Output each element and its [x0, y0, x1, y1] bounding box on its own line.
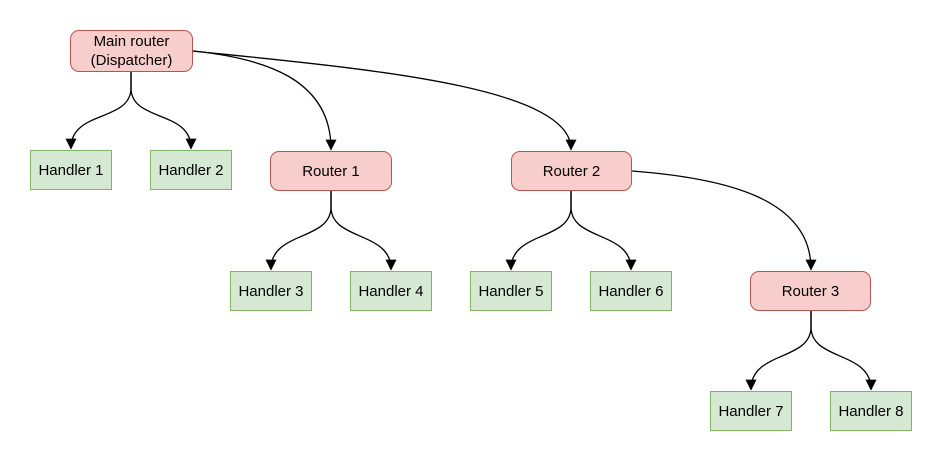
node-handler-5-label: Handler 5 — [478, 282, 544, 300]
node-handler-8-label: Handler 8 — [838, 402, 904, 420]
edge-router-3-to-handler-8 — [810, 311, 877, 391]
edge-router-1-to-handler-3 — [265, 191, 332, 271]
node-main-router-label: Main router (Dispatcher) — [90, 33, 173, 69]
edge-router-1-to-handler-4 — [330, 191, 397, 271]
node-router-1[interactable]: Router 1 — [270, 151, 392, 191]
edge-main-router-to-handler-2 — [130, 72, 197, 150]
node-router-3-label: Router 3 — [781, 282, 840, 300]
node-handler-3[interactable]: Handler 3 — [230, 271, 312, 311]
edge-main-router-to-router-1 — [192, 50, 337, 151]
node-handler-2[interactable]: Handler 2 — [150, 150, 232, 190]
node-handler-5[interactable]: Handler 5 — [470, 271, 552, 311]
edge-main-router-to-router-2 — [192, 50, 577, 151]
node-router-3[interactable]: Router 3 — [750, 271, 871, 311]
edge-router-2-to-router-3 — [631, 170, 817, 271]
node-handler-7[interactable]: Handler 7 — [710, 391, 792, 431]
edge-router-2-to-handler-6 — [570, 191, 637, 271]
node-router-1-label: Router 1 — [302, 162, 360, 180]
node-handler-1-label: Handler 1 — [38, 161, 104, 179]
node-handler-7-label: Handler 7 — [718, 402, 784, 420]
node-router-2-label: Router 2 — [542, 162, 601, 180]
edge-main-router-to-handler-1 — [65, 72, 132, 150]
edge-router-3-to-handler-7 — [745, 311, 812, 391]
node-router-2[interactable]: Router 2 — [511, 151, 632, 191]
node-handler-3-label: Handler 3 — [238, 282, 304, 300]
node-handler-2-label: Handler 2 — [158, 161, 224, 179]
node-handler-8[interactable]: Handler 8 — [830, 391, 912, 431]
edge-router-2-to-handler-5 — [505, 191, 572, 271]
node-handler-6[interactable]: Handler 6 — [590, 271, 672, 311]
node-handler-1[interactable]: Handler 1 — [30, 150, 112, 190]
node-main-router[interactable]: Main router (Dispatcher) — [70, 30, 193, 72]
node-handler-6-label: Handler 6 — [598, 282, 664, 300]
node-handler-4-label: Handler 4 — [358, 282, 424, 300]
node-handler-4[interactable]: Handler 4 — [350, 271, 432, 311]
